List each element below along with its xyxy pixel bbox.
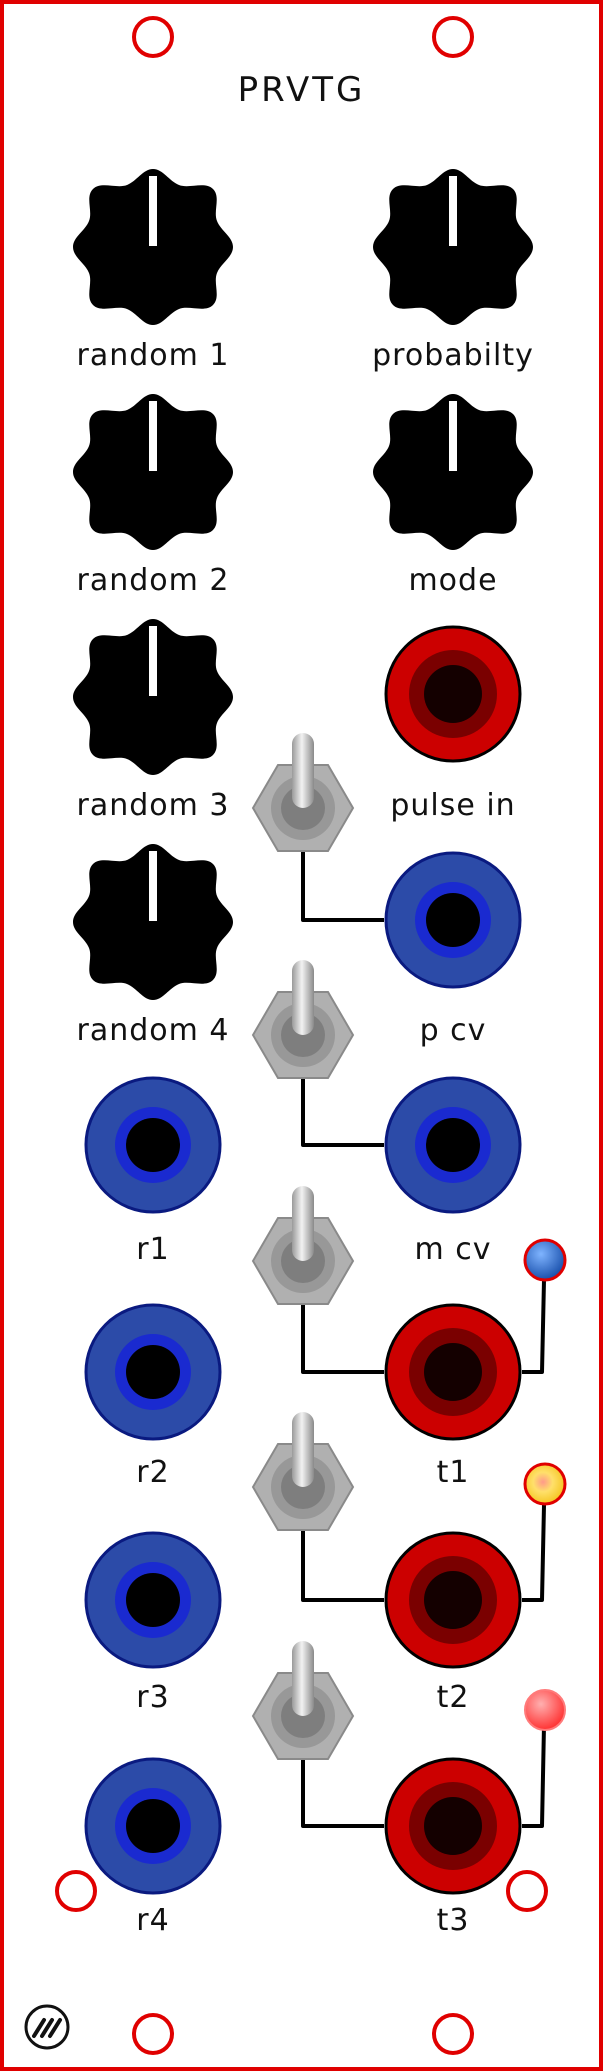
jack-m-cv[interactable] [384, 1076, 522, 1214]
toggle-switch-3[interactable] [251, 1186, 355, 1305]
mounting-hole-icon [132, 16, 174, 58]
wire [301, 850, 384, 922]
knob-random2[interactable] [73, 394, 233, 550]
wire [301, 1758, 384, 1828]
brand-logo-icon [24, 2004, 70, 2050]
jack-t3[interactable] [384, 1757, 522, 1895]
label-t1: t1 [436, 1455, 470, 1490]
mounting-hole-icon [432, 2013, 474, 2055]
knob-random1[interactable] [73, 169, 233, 325]
wire [301, 1077, 384, 1147]
jack-r4[interactable] [84, 1757, 222, 1895]
switch-lever [292, 733, 314, 808]
label-probability: probabilty [372, 338, 534, 373]
switch-lever [292, 1412, 314, 1487]
switch-lever [292, 960, 314, 1035]
label-r2: r2 [136, 1455, 170, 1490]
knob-random3[interactable] [73, 619, 233, 775]
knob-probability[interactable] [373, 169, 533, 325]
label-r3: r3 [136, 1680, 170, 1715]
led-t2 [523, 1462, 567, 1506]
knob-indicator [149, 401, 157, 471]
toggle-switch-4[interactable] [251, 1412, 355, 1531]
label-random2: random 2 [76, 563, 230, 598]
label-r1: r1 [136, 1232, 170, 1267]
switch-lever [292, 1641, 314, 1716]
label-t2: t2 [436, 1680, 470, 1715]
label-pulse-in: pulse in [390, 788, 516, 823]
led-t3 [524, 1689, 566, 1731]
jack-r3[interactable] [84, 1531, 222, 1669]
knob-indicator [149, 626, 157, 696]
label-mode: mode [408, 563, 498, 598]
wire [301, 1303, 384, 1374]
toggle-switch-5[interactable] [251, 1641, 355, 1760]
switch-lever [292, 1186, 314, 1261]
jack-t2[interactable] [384, 1531, 522, 1669]
label-m-cv: m cv [414, 1232, 492, 1267]
module-title: PRVTG [237, 70, 366, 110]
label-r4: r4 [136, 1903, 170, 1938]
led-t1 [523, 1238, 567, 1282]
knob-indicator [149, 176, 157, 246]
wire [301, 1529, 384, 1602]
label-random3: random 3 [76, 788, 230, 823]
knob-indicator [449, 401, 457, 471]
led-red-icon [524, 1689, 566, 1731]
jack-pulse-in[interactable] [384, 625, 522, 763]
label-t3: t3 [436, 1903, 470, 1938]
jack-p-cv[interactable] [384, 851, 522, 989]
toggle-switch-2[interactable] [251, 960, 355, 1079]
knob-indicator [449, 176, 457, 246]
mounting-hole-icon [432, 16, 474, 58]
jack-r2[interactable] [84, 1303, 222, 1441]
knob-random4[interactable] [73, 844, 233, 1000]
mounting-hole-icon [132, 2013, 174, 2055]
jack-t1[interactable] [384, 1303, 522, 1441]
led-yellow-icon [523, 1462, 567, 1506]
knob-indicator [149, 851, 157, 921]
jack-r1[interactable] [84, 1076, 222, 1214]
label-random4: random 4 [76, 1013, 230, 1048]
led-blue-icon [523, 1238, 567, 1282]
label-p-cv: p cv [419, 1013, 487, 1048]
toggle-switch-1[interactable] [251, 733, 355, 852]
mounting-holes [55, 16, 548, 2055]
label-random1: random 1 [76, 338, 230, 373]
knob-mode[interactable] [373, 394, 533, 550]
mounting-hole-icon [55, 1870, 97, 1912]
mounting-hole-icon [506, 1870, 548, 1912]
